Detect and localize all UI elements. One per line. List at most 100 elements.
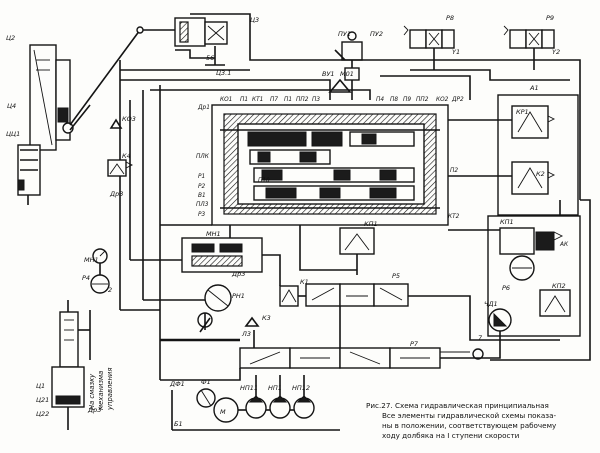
label-plk: ПЛК <box>196 154 210 160</box>
label-chd1: ЧД1 <box>484 300 498 308</box>
label-pp2: ПП2 <box>296 97 309 103</box>
label-r1: Р1 <box>198 174 205 180</box>
label-z21: Ц21 <box>36 396 49 404</box>
label-p3: П3 <box>312 97 320 103</box>
label-p9: П9 <box>403 97 411 103</box>
label-dr3c: Др3 <box>87 406 101 414</box>
distributor-r5 <box>305 283 409 307</box>
label-p1b: П1 <box>284 97 292 103</box>
label-l3: Л3 <box>241 330 251 338</box>
label-r8: Р8 <box>446 14 454 22</box>
label-r2: Р2 <box>198 184 205 190</box>
label-kt1: КТ1 <box>252 97 263 103</box>
label-y1: Y1 <box>452 48 460 56</box>
cylinder-group-bottom-left <box>51 300 90 430</box>
label-ak: АК <box>559 242 569 248</box>
label-p2: П2 <box>450 168 458 174</box>
label-a1: А1 <box>529 84 539 92</box>
note-line-3: управления <box>106 368 114 411</box>
cylinder-ts4 <box>17 29 141 205</box>
label-pp2b: ПП2 <box>416 97 429 103</box>
label-df1: ДФ1 <box>169 380 185 388</box>
label-kr1: КР1 <box>516 108 529 116</box>
caption-line-4: ходу долбяка на I ступени скорости <box>382 431 520 440</box>
label-p10: П10 <box>258 178 270 184</box>
label-pu1: ПУ1 <box>338 30 351 38</box>
lower-pipelines <box>89 199 591 381</box>
label-kp1-center: КП1 <box>364 220 378 228</box>
valve-block-mn1 <box>181 237 263 333</box>
label-ko1: КО1 <box>220 97 232 103</box>
label-ch4: Ц4 <box>7 102 16 110</box>
label-r3: Р3 <box>198 212 205 218</box>
label-p1: П1 <box>240 97 248 103</box>
label-kt2: КТ2 <box>448 214 460 220</box>
note-line-1: На смазку <box>88 373 96 410</box>
valve-block-a1 <box>448 94 579 216</box>
valve-k3 <box>244 316 260 327</box>
valve-k4 <box>107 118 134 177</box>
top-pipelines <box>119 13 581 380</box>
distributor-r7 <box>239 347 484 369</box>
label-k3: К3 <box>262 314 271 322</box>
main-control-block <box>211 104 449 226</box>
label-y2: Y2 <box>552 48 560 56</box>
label-pl3: ПЛ3 <box>196 202 209 208</box>
label-ch1: ЦЦ1 <box>6 130 20 138</box>
label-r6: Р6 <box>502 284 510 292</box>
pressure-gauge-mn1 <box>90 248 110 294</box>
label-dr3: Др3 <box>109 190 123 198</box>
label-num7: 7 <box>478 334 483 342</box>
label-ch31: Ц3.1 <box>216 69 231 77</box>
label-rn1: РН1 <box>232 292 245 300</box>
label-dr1: Др1 <box>197 105 210 111</box>
label-k1: К1 <box>300 278 309 286</box>
caption-line-2: Все элементы гидравлической схемы показа… <box>382 411 557 420</box>
label-r5: Р5 <box>392 272 400 280</box>
label-r4: Р4 <box>82 274 90 282</box>
label-dr2: ДР2 <box>451 97 464 103</box>
label-v1: В1 <box>198 193 206 199</box>
label-two: 2 <box>108 286 112 294</box>
valve-k1 <box>279 285 299 307</box>
label-k4: К4 <box>122 152 131 160</box>
label-ch2: Ц2 <box>6 34 15 42</box>
cylinder-ts3 <box>136 17 228 66</box>
label-k2: К2 <box>536 170 545 178</box>
label-kp1: КП1 <box>500 218 514 226</box>
label-np11: НП11 <box>240 384 258 392</box>
label-z22: Ц22 <box>36 410 49 418</box>
label-dr3b: Др3 <box>231 270 245 278</box>
label-m01: М01 <box>340 70 354 78</box>
component-labels: Ц2 Ц4 ЦЦ1 Ц3 56 Ц3.1 КО3 К4 Др3 МН1 Р4 2… <box>6 14 569 428</box>
solenoid-valve-r9 <box>503 25 555 70</box>
lubrication-note: На смазку механизма управления <box>88 368 114 411</box>
label-r7: Р7 <box>410 340 419 348</box>
label-kp2: КП2 <box>552 282 566 290</box>
label-mn1b: МН1 <box>206 230 221 238</box>
label-b1: Б1 <box>174 420 183 428</box>
label-np12: НП12 <box>292 384 310 392</box>
label-p7: П7 <box>270 97 278 103</box>
solenoid-valve-r8 <box>403 25 455 70</box>
label-p4: П4 <box>376 97 384 103</box>
valve-block-right-lower <box>448 215 581 337</box>
label-ko3: КО3 <box>122 115 136 123</box>
label-num56: 56 <box>206 54 214 62</box>
label-z1: Ц1 <box>36 382 45 390</box>
control-valve-pu <box>328 31 363 100</box>
label-p8: П8 <box>390 97 398 103</box>
pump-group: М <box>171 375 340 431</box>
figure-caption: Рис.27. Схема гидравлическая принципиаль… <box>366 401 557 440</box>
label-mn1: МН1 <box>84 256 99 264</box>
valve-kp1-center <box>339 227 375 275</box>
label-pu2: ПУ2 <box>370 30 383 38</box>
label-vu1: ВУ1 <box>322 70 335 78</box>
label-ch3: Ц3 <box>250 16 259 24</box>
caption-line-3: ны в положении, соответствующем рабочему <box>382 421 557 430</box>
label-r9: Р9 <box>546 14 554 22</box>
label-ko2: КО2 <box>436 97 449 103</box>
note-line-2: механизма <box>97 371 105 410</box>
